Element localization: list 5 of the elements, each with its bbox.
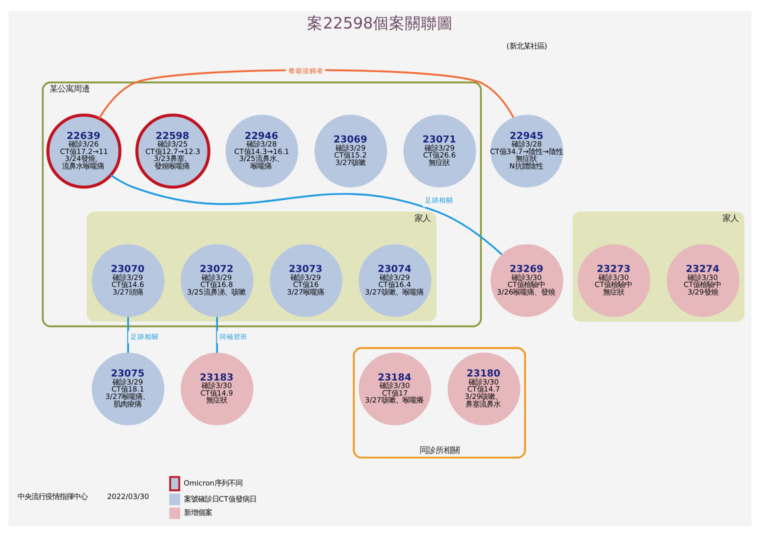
diagram-title: 案22598個案關聯圖 <box>306 13 454 32</box>
connector <box>98 69 514 119</box>
connector <box>216 316 218 353</box>
connector <box>127 316 129 353</box>
connector <box>110 174 503 256</box>
